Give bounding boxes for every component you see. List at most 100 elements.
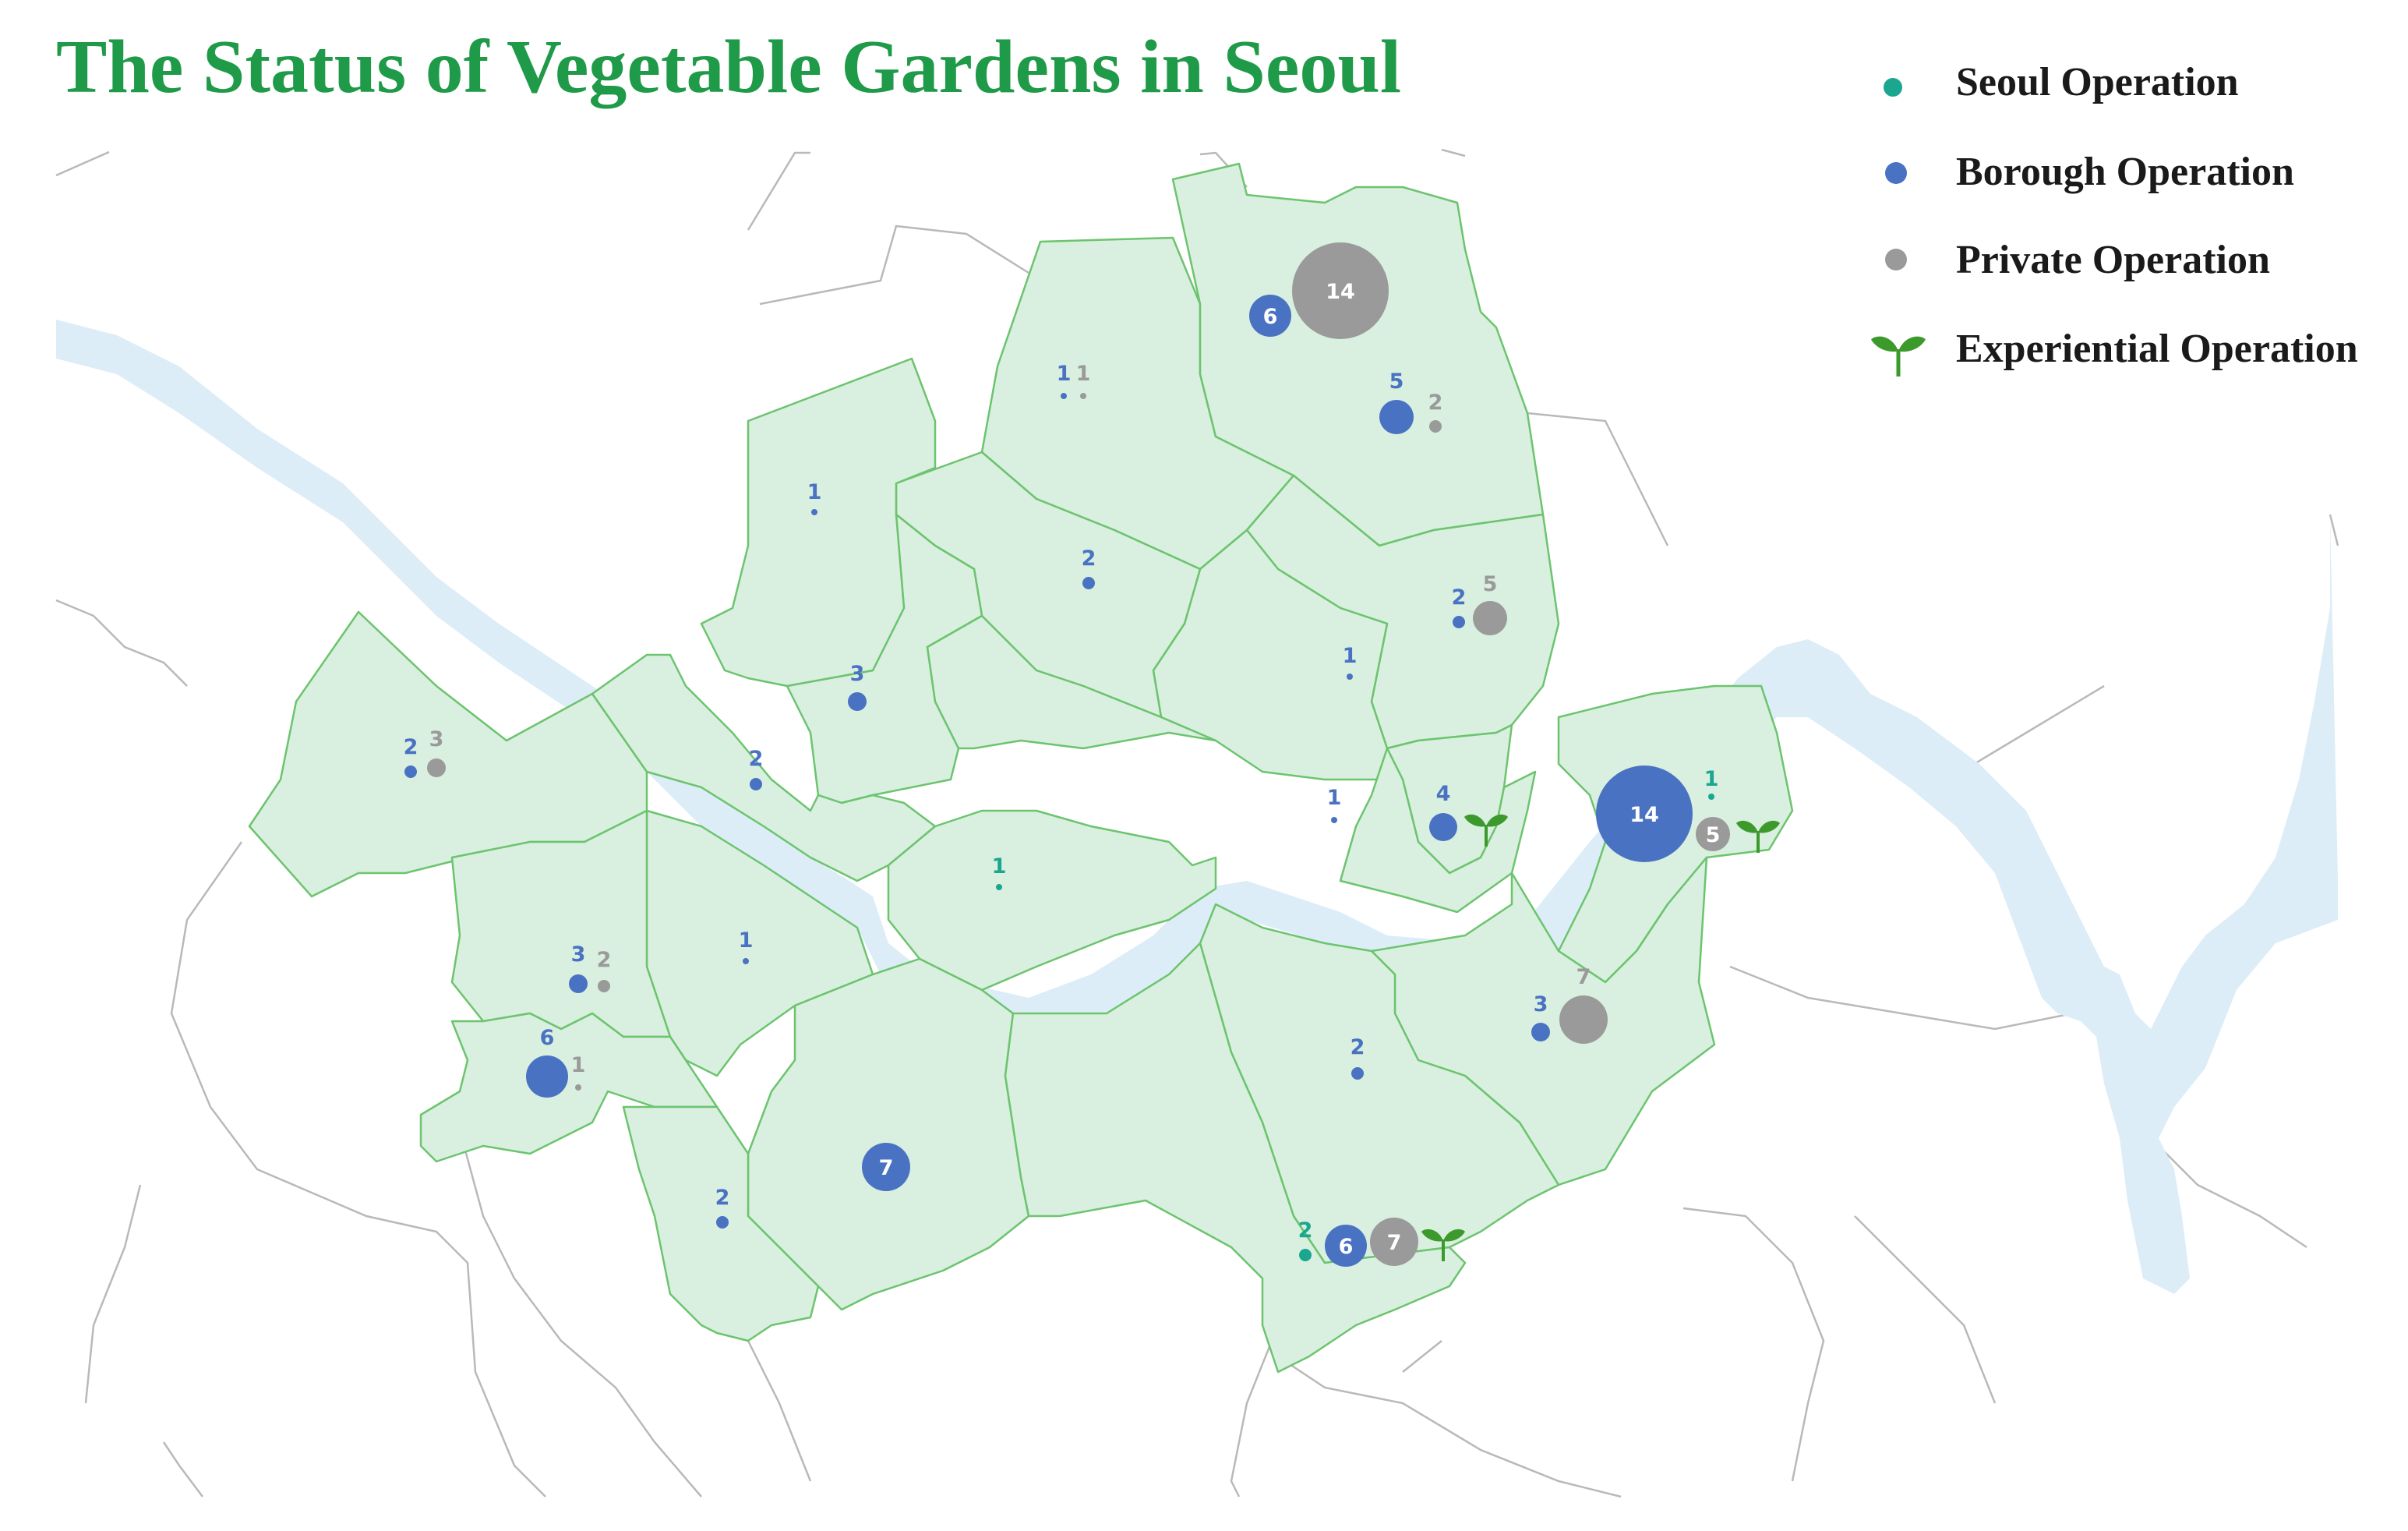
private-dot [1080, 393, 1086, 399]
private-dot [598, 980, 610, 992]
marker-group: 3 2 [569, 942, 611, 993]
private-count: 2 [597, 948, 612, 972]
legend-label: Seoul Operation [1956, 60, 2239, 104]
legend-item-borough: Borough Operation [1885, 150, 2294, 194]
borough-count: 2 [1452, 585, 1467, 610]
marker-group: 7 [862, 1143, 910, 1191]
private-dot [427, 758, 446, 777]
seoul-count: 1 [992, 854, 1007, 879]
private-dot [1429, 420, 1442, 433]
legend-label: Private Operation [1956, 238, 2270, 282]
private-count: 7 [1387, 1231, 1402, 1255]
borough-count: 3 [571, 942, 586, 967]
borough-dot [1061, 393, 1067, 399]
borough-dot [811, 509, 817, 515]
marker-group: 1 [992, 854, 1007, 890]
borough-dot [526, 1055, 568, 1098]
borough-dot [1082, 577, 1095, 589]
legend-item-seoul: Seoul Operation [1884, 60, 2239, 104]
borough-dot [716, 1216, 729, 1229]
borough-count: 2 [749, 747, 764, 771]
private-count: 1 [1076, 362, 1091, 386]
private-count: 5 [1706, 823, 1721, 847]
borough-count: 6 [540, 1026, 555, 1050]
marker-group: 1 1 [1057, 362, 1091, 399]
private-count: 5 [1483, 572, 1498, 596]
garden-markers: 1 1 6 14 5 2 1 2 2 [404, 242, 1780, 1267]
private-count: 3 [429, 727, 444, 751]
private-dot [1696, 817, 1730, 851]
borough-dot [862, 1143, 910, 1191]
marker-group: 1 [1343, 644, 1358, 680]
private-dot-icon [1885, 249, 1907, 270]
borough-count: 6 [1339, 1235, 1354, 1259]
borough-dot [569, 974, 588, 993]
borough-count: 2 [404, 735, 418, 759]
borough-dot [1531, 1023, 1550, 1041]
sprout-icon [1736, 820, 1780, 853]
borough-count: 2 [1082, 546, 1096, 571]
seoul-count: 2 [1298, 1218, 1313, 1243]
private-count: 7 [1576, 965, 1591, 989]
marker-group: 2 6 7 [1298, 1218, 1465, 1267]
seoul-count: 1 [1704, 767, 1719, 791]
borough-count: 6 [1263, 305, 1278, 329]
private-dot [1559, 995, 1608, 1044]
borough-count: 5 [1389, 369, 1404, 394]
private-dot [575, 1084, 581, 1091]
borough-dot [750, 778, 762, 790]
marker-group: 1 [1327, 786, 1341, 823]
private-count: 2 [1428, 391, 1443, 415]
outer-region-borders [55, 148, 2339, 1498]
borough-dot [404, 766, 417, 778]
marker-group: 6 14 [1249, 242, 1389, 339]
legend: Seoul Operation Borough Operation Privat… [1871, 60, 2358, 377]
borough-dot-icon [1885, 162, 1907, 184]
marker-group: 3 [848, 662, 867, 711]
marker-group: 1 14 5 [1596, 766, 1780, 862]
borough-dot [1351, 1067, 1364, 1080]
borough-dot [1325, 1225, 1367, 1267]
borough-count: 1 [739, 928, 754, 953]
seoul-dot-icon [1884, 78, 1902, 97]
private-dot [1292, 242, 1389, 339]
marker-group: 2 5 [1452, 572, 1507, 635]
seoul-dot [1299, 1249, 1312, 1261]
borough-dot [848, 692, 867, 711]
marker-group: 2 [1351, 1035, 1365, 1080]
marker-group: 4 [1429, 782, 1508, 847]
borough-count: 2 [1351, 1035, 1365, 1059]
sprout-icon [1421, 1229, 1465, 1261]
map-title: The Status of Vegetable Gardens in Seoul [56, 25, 1401, 109]
marker-group: 5 2 [1379, 369, 1442, 434]
borough-count: 4 [1436, 782, 1451, 806]
borough-dot [743, 958, 749, 964]
marker-group: 1 [739, 928, 754, 964]
legend-label: Borough Operation [1956, 150, 2294, 194]
borough-dot [1249, 295, 1291, 337]
borough-count: 14 [1629, 803, 1659, 827]
borough-dot [1429, 813, 1457, 841]
legend-item-private: Private Operation [1885, 238, 2270, 282]
borough-count: 1 [1343, 644, 1358, 668]
borough-dot [1453, 616, 1465, 628]
marker-group: 2 [715, 1186, 729, 1229]
marker-group: 2 3 [404, 727, 446, 778]
legend-label: Experiential Operation [1956, 327, 2358, 371]
borough-count: 3 [850, 662, 865, 686]
seoul-dot [996, 884, 1002, 890]
borough-count: 1 [1057, 362, 1072, 386]
borough-count: 7 [879, 1156, 894, 1180]
private-count: 14 [1326, 280, 1355, 304]
sprout-icon [1464, 814, 1508, 847]
private-count: 1 [571, 1053, 586, 1077]
marker-group: 2 [749, 747, 764, 790]
borough-dot [1347, 674, 1353, 680]
borough-dot [1331, 817, 1337, 823]
marker-group: 1 [807, 480, 822, 515]
legend-item-experiential: Experiential Operation [1871, 327, 2358, 377]
sprout-icon [1871, 336, 1926, 377]
seoul-dot [1708, 794, 1714, 800]
borough-count: 1 [807, 480, 822, 504]
